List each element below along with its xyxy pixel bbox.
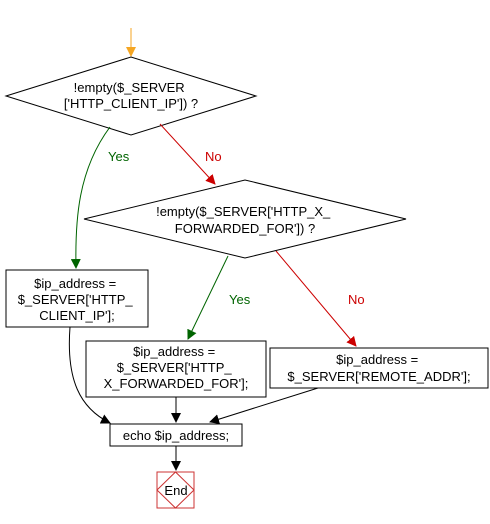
svg-text:!empty($_SERVER ['HTTP_C: !empty($_SERVER ['HTTP_CLIENT_IP']) ? [64, 80, 198, 111]
end-node[interactable]: End [156, 471, 195, 509]
edge-client-ip-to-echo [68, 326, 111, 424]
svg-text:$ip_address = $_SERVER[': $ip_address = $_SERVER['HTTP_ X_FORWARDE… [104, 344, 249, 391]
decision-forwarded-line-2: FORWARDED_FOR']) ? [175, 221, 315, 236]
assign-client-ip-box[interactable]: $ip_address = $_SERVER['HTTP_ CLIENT_IP'… [5, 269, 149, 328]
echo-label: echo $ip_address; [123, 428, 229, 443]
decision-client-ip-line-1: !empty($_SERVER [74, 80, 185, 95]
edge-yes-forwarded [187, 255, 229, 340]
assign-client-ip-line-1: $ip_address = [34, 276, 116, 291]
edge-no-client-ip [159, 123, 216, 185]
decision-client-ip-line-2: ['HTTP_CLIENT_IP']) ? [64, 96, 198, 111]
edge-label-no-1: No [205, 149, 222, 164]
assign-forwarded-line-2: $_SERVER['HTTP_ [117, 360, 233, 375]
assign-remote-addr-line-2: $_SERVER['REMOTE_ADDR']; [287, 369, 470, 384]
decision-client-ip[interactable]: !empty($_SERVER ['HTTP_CLIENT_IP']) ? [4, 56, 258, 136]
assign-forwarded-line-1: $ip_address = [133, 344, 215, 359]
svg-text:!empty($_SERVER['HTTP_X_: !empty($_SERVER['HTTP_X_ FORWARDED_FOR']… [156, 204, 334, 236]
edge-remote-addr-to-echo [209, 387, 319, 425]
assign-remote-addr-line-1: $ip_address = [336, 352, 418, 367]
edge-label-yes-2: Yes [229, 292, 251, 307]
edge-label-no-2: No [348, 292, 365, 307]
decision-forwarded-line-1: !empty($_SERVER['HTTP_X_ [156, 204, 331, 219]
svg-text:$ip_address = $_SERVER[': $ip_address = $_SERVER['HTTP_ CLIENT_IP'… [18, 276, 137, 323]
assign-forwarded-for-box[interactable]: $ip_address = $_SERVER['HTTP_ X_FORWARDE… [85, 340, 267, 398]
svg-text:$ip_address = $_SERVER[': $ip_address = $_SERVER['REMOTE_ADDR']; [287, 352, 470, 384]
edge-label-yes-1: Yes [108, 149, 130, 164]
edge-yes-client-ip [70, 126, 111, 269]
echo-box[interactable]: echo $ip_address; [109, 423, 243, 447]
end-label: End [164, 483, 187, 498]
assign-remote-addr-box[interactable]: $ip_address = $_SERVER['REMOTE_ADDR']; [269, 347, 489, 389]
assign-client-ip-line-2: $_SERVER['HTTP_ [18, 292, 134, 307]
assign-client-ip-line-3: CLIENT_IP']; [39, 308, 114, 323]
decision-forwarded-for[interactable]: !empty($_SERVER['HTTP_X_ FORWARDED_FOR']… [83, 179, 407, 259]
assign-forwarded-line-3: X_FORWARDED_FOR']; [104, 376, 249, 391]
edge-no-forwarded [275, 250, 357, 347]
